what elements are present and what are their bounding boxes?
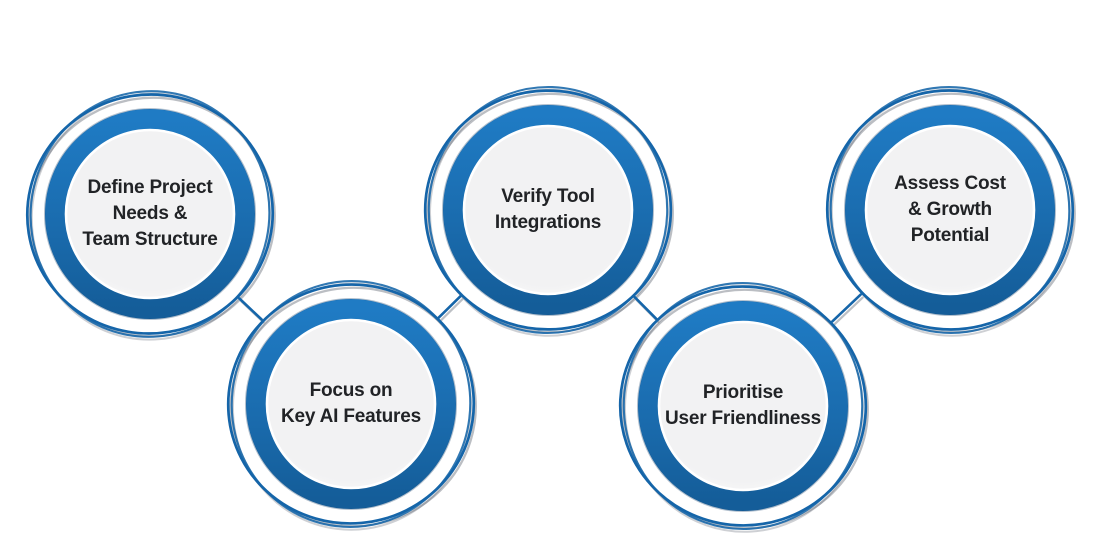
thick-ring-edge: [441, 103, 655, 317]
node-circle-2: [226, 280, 476, 528]
thick-ring: [246, 299, 456, 509]
thick-ring-edge: [244, 297, 458, 511]
thick-ring: [845, 105, 1055, 315]
outer-sketch-ring: [29, 90, 271, 338]
connector-shadow: [439, 298, 464, 322]
outer-sketch-ring: [427, 85, 669, 335]
thick-ring: [443, 105, 653, 315]
thick-ring-edge: [843, 103, 1057, 317]
outer-sketch-ring: [622, 281, 864, 531]
connector-line: [633, 295, 658, 321]
outer-sketch-ring: [226, 283, 476, 525]
outer-sketch-ring: [825, 89, 1075, 331]
thick-ring: [638, 301, 848, 511]
connector-layer: [238, 293, 862, 323]
node-layer: [25, 85, 1075, 531]
connector-shadow: [833, 296, 864, 326]
inner-disc: [265, 318, 437, 490]
outer-sketch-ring: [618, 285, 868, 527]
connector-line: [437, 295, 462, 319]
thick-ring-edge: [636, 299, 850, 513]
node-circle-5: [825, 86, 1075, 334]
node-circle-4: [618, 281, 868, 531]
inner-disc: [657, 320, 829, 492]
inner-disc: [64, 128, 236, 300]
inner-disc: [462, 124, 634, 296]
connector-line: [831, 293, 862, 323]
outer-sketch-ring: [829, 86, 1071, 334]
connector-line: [238, 297, 263, 321]
node-circle-1: [25, 90, 275, 338]
outer-sketch-ring: [423, 89, 673, 331]
node-circle-3: [423, 85, 673, 335]
inner-disc: [864, 124, 1036, 296]
thick-ring-edge: [43, 107, 257, 321]
outer-sketch-ring: [230, 280, 472, 528]
outer-sketch-ring: [25, 93, 275, 335]
thick-ring: [45, 109, 255, 319]
